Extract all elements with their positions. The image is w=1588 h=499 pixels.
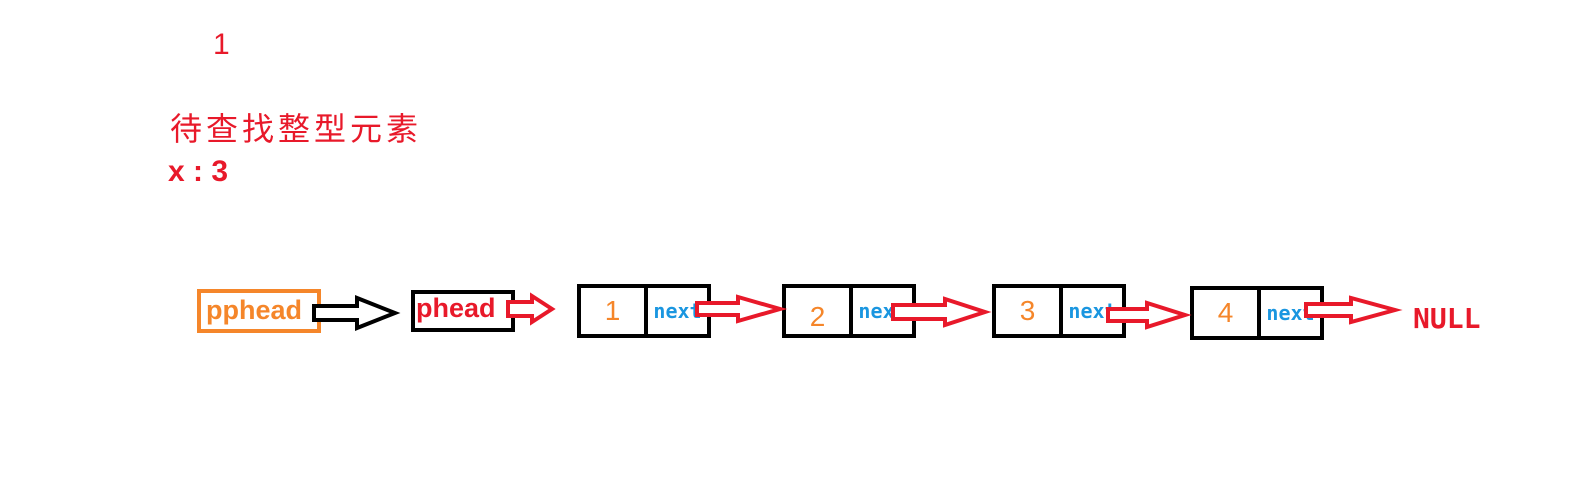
null-terminal: NULL bbox=[1413, 302, 1481, 335]
node-value: 1 bbox=[604, 295, 621, 326]
node-value: 3 bbox=[1019, 295, 1036, 326]
node-next-field: next bbox=[653, 299, 702, 323]
prompt-label: 待查找整型元素 bbox=[170, 110, 423, 148]
list-node-1: 1 next bbox=[577, 284, 711, 338]
list-node-3: 3 next bbox=[992, 284, 1126, 338]
search-target: x : 3 bbox=[168, 155, 229, 188]
arrow-pphead-to-phead bbox=[312, 295, 401, 331]
pphead-box bbox=[197, 289, 321, 333]
node-divider bbox=[849, 288, 853, 334]
node-divider bbox=[1059, 288, 1063, 334]
node-next-field: next bbox=[1068, 299, 1117, 323]
step-number: 1 bbox=[213, 28, 230, 61]
node-next-field: next bbox=[858, 299, 907, 323]
list-node-2: 2 next bbox=[782, 284, 916, 338]
node-next-field: next bbox=[1266, 301, 1315, 325]
node-value: 4 bbox=[1217, 297, 1234, 328]
node-divider bbox=[1257, 290, 1261, 336]
node-divider bbox=[644, 288, 648, 334]
phead-box bbox=[411, 290, 515, 332]
list-node-4: 4 next bbox=[1190, 286, 1324, 340]
pphead-label: pphead bbox=[206, 295, 303, 325]
node-value: 2 bbox=[809, 301, 826, 332]
phead-label: phead bbox=[416, 293, 496, 323]
